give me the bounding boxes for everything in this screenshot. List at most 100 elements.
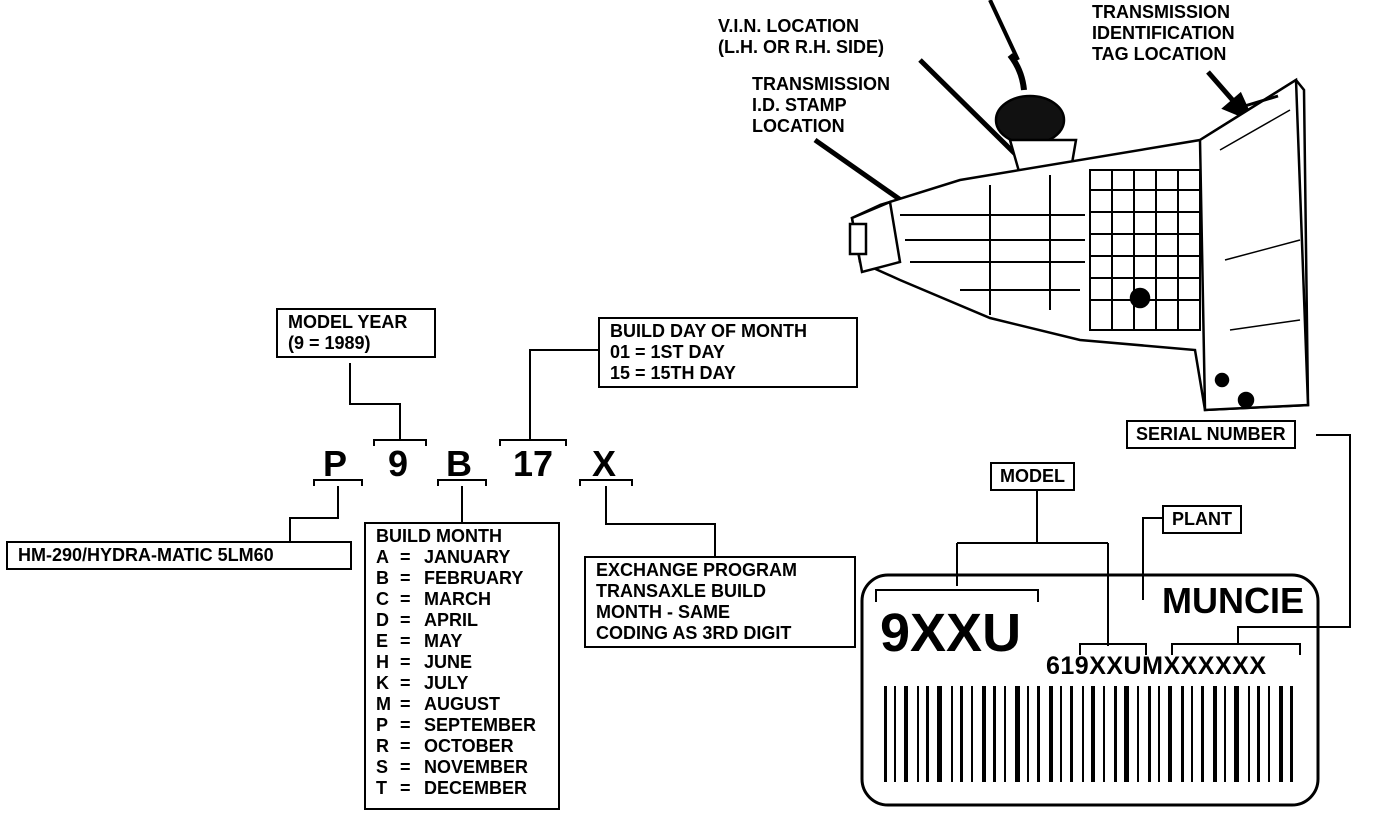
code-char-45: 17: [513, 443, 554, 484]
code-char-6: X: [592, 443, 617, 484]
build-month-name: MAY: [424, 631, 463, 651]
vin-callout: V.I.N. LOCATION (L.H. OR R.H. SIDE): [718, 16, 884, 58]
barcode-bar: [1248, 686, 1250, 782]
build-month-name: NOVEMBER: [424, 757, 529, 777]
build-month-box: BUILD MONTH A = JANUARY B = FEBRUARY C = MARCH D =…: [364, 522, 560, 810]
barcode-bar: [1181, 686, 1184, 782]
barcode-bar: [1004, 686, 1006, 782]
id-tag: [860, 434, 1351, 807]
barcode-bar: [960, 686, 963, 782]
build-month-name: JULY: [424, 673, 469, 693]
equals-sign: =: [400, 652, 411, 672]
tag-line2: IDENTIFICATION: [1092, 23, 1235, 43]
build-month-item: E = MAY: [376, 631, 548, 652]
build-month-item: M=AUGUST: [376, 694, 548, 715]
model-year-value: (9 = 1989): [288, 333, 371, 353]
tag-line1: TRANSMISSION: [1092, 2, 1231, 22]
barcode-bar: [917, 686, 919, 782]
barcode-bar: [1049, 686, 1053, 782]
build-month-item: T=DECEMBER: [376, 778, 548, 799]
stamp-callout: TRANSMISSION I.D. STAMP LOCATION: [752, 74, 890, 137]
exchange-line2: TRANSAXLE BUILD: [596, 581, 766, 601]
barcode-bar: [1213, 686, 1217, 782]
barcode-bar: [1201, 686, 1204, 782]
build-month-code: D: [376, 610, 389, 630]
stamp-line1: TRANSMISSION: [752, 74, 891, 94]
equals-sign: =: [400, 610, 411, 630]
barcode-bar: [1070, 686, 1073, 782]
barcode-bar: [894, 686, 896, 782]
barcode-bar: [884, 686, 887, 782]
equals-sign: =: [400, 757, 411, 777]
transmission-model-text: HM-290/HYDRA-MATIC 5LM60: [18, 545, 274, 565]
build-month-item: D = APRIL: [376, 610, 548, 631]
build-month-item: P = SEPTEMBER: [376, 715, 548, 736]
vin-line2: (L.H. OR R.H. SIDE): [718, 37, 884, 57]
build-month-list: A = JANUARY B = FEBRUARY C = MARCH D = APRIL E = MAY H =…: [376, 547, 548, 799]
build-month-name: APRIL: [424, 610, 478, 630]
build-month-code: A: [376, 547, 389, 567]
build-month-item: R=OCTOBER: [376, 736, 548, 757]
equals-sign: =: [400, 673, 411, 693]
build-month-title: BUILD MONTH: [376, 526, 502, 546]
build-month-code: B: [376, 568, 389, 588]
build-month-item: C = MARCH: [376, 589, 548, 610]
stamp-line3: LOCATION: [752, 116, 845, 136]
build-month-code: K: [376, 673, 389, 693]
barcode-bar: [926, 686, 929, 782]
build-month-item: H = JUNE: [376, 652, 548, 673]
code-char-2: 9: [388, 443, 409, 484]
build-day-title: BUILD DAY OF MONTH: [610, 321, 808, 341]
barcode-bar: [1158, 686, 1160, 782]
build-day-line1: 01 = 1ST DAY: [610, 342, 725, 362]
build-month-code: C: [376, 589, 389, 609]
equals-sign: =: [400, 715, 411, 735]
barcode-bar: [1234, 686, 1239, 782]
tag-line3: TAG LOCATION: [1092, 44, 1227, 64]
build-month-name: FEBRUARY: [424, 568, 524, 588]
equals-sign: =: [400, 736, 411, 756]
vin-line1: V.I.N. LOCATION: [718, 16, 860, 36]
equals-sign: =: [400, 694, 411, 714]
build-month-name: AUGUST: [424, 694, 500, 714]
barcode-bar: [1114, 686, 1117, 782]
stamp-line2: I.D. STAMP: [752, 95, 847, 115]
barcode-bar: [1027, 686, 1029, 782]
code-char-1: P: [323, 443, 348, 484]
model-label: MODEL: [990, 462, 1075, 491]
plant-label: PLANT: [1162, 505, 1242, 534]
build-month-name: SEPTEMBER: [424, 715, 537, 735]
barcode-bar: [982, 686, 986, 782]
build-month-code: T: [376, 778, 387, 798]
equals-sign: =: [400, 589, 411, 609]
build-day-box: BUILD DAY OF MONTH 01 = 1ST DAY 15 = 15T…: [598, 317, 858, 388]
barcode-bar: [1103, 686, 1105, 782]
barcode-bar: [1060, 686, 1062, 782]
serial-number-label: SERIAL NUMBER: [1126, 420, 1296, 449]
exchange-line1: EXCHANGE PROGRAM: [596, 560, 798, 580]
bracket-digit-1: [313, 479, 363, 486]
tag-plant-name: MUNCIE: [1162, 580, 1304, 621]
barcode: [884, 686, 1293, 782]
equals-sign: =: [400, 568, 411, 588]
equals-sign: =: [400, 547, 411, 567]
build-month-code: E: [376, 631, 389, 651]
barcode-bar: [1224, 686, 1226, 782]
build-month-name: MARCH: [424, 589, 491, 609]
build-month-item: A = JANUARY: [376, 547, 548, 568]
barcode-bar: [1168, 686, 1172, 782]
build-month-name: DECEMBER: [424, 778, 528, 798]
build-month-code: S: [376, 757, 389, 777]
build-month-code: P: [376, 715, 389, 735]
bracket-digit-6: [579, 479, 633, 486]
barcode-bar: [1148, 686, 1151, 782]
barcode-bar: [937, 686, 942, 782]
build-month-name: JANUARY: [424, 547, 511, 567]
build-month-code: H: [376, 652, 389, 672]
equals-sign: =: [400, 631, 411, 651]
build-month-name: JUNE: [424, 652, 473, 672]
build-month-name: OCTOBER: [424, 736, 514, 756]
barcode-bar: [971, 686, 973, 782]
leader-build-day: [529, 349, 600, 440]
model-year-title: MODEL YEAR: [288, 312, 408, 332]
